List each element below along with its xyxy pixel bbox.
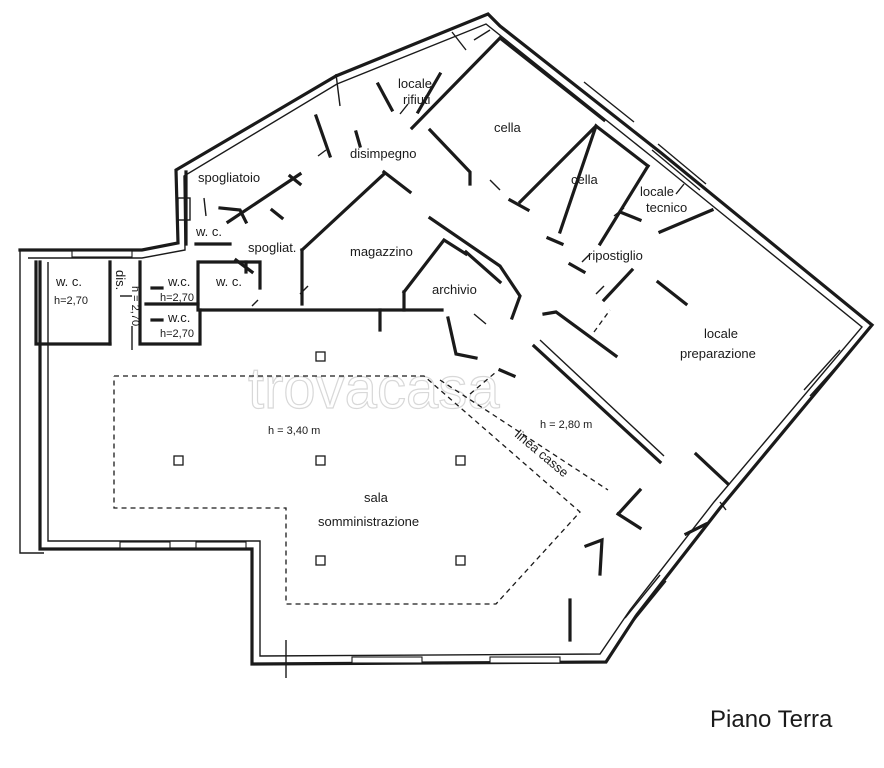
door-marks bbox=[120, 29, 727, 678]
label-locale-tecnico-1: locale bbox=[640, 184, 674, 199]
floor-caption: Piano Terra bbox=[710, 706, 833, 733]
label-archivio: archivio bbox=[432, 282, 477, 297]
windows bbox=[71, 81, 847, 664]
label-wc-3: w.c. bbox=[167, 274, 190, 289]
dashed-boundaries bbox=[113, 309, 611, 605]
pillars bbox=[173, 351, 466, 566]
interior-walls bbox=[34, 35, 731, 642]
label-locale-preparazione-1: locale bbox=[704, 326, 738, 341]
label-sala-2: somministrazione bbox=[318, 514, 419, 529]
label-wc-2-height: h=2,70 bbox=[54, 295, 88, 307]
label-cella-2: cella bbox=[571, 172, 599, 187]
label-spogliat: spogliat. bbox=[248, 240, 296, 255]
exterior-walls bbox=[18, 12, 875, 666]
label-wc-3-height: h=2,70 bbox=[160, 292, 194, 304]
label-dis-height: h = 2,70 bbox=[129, 286, 141, 326]
label-wc-4: w. c. bbox=[215, 274, 242, 289]
label-locale-rifiuti-1: locale bbox=[398, 76, 432, 91]
watermark: trovacasa bbox=[248, 356, 500, 421]
label-disimpegno: disimpegno bbox=[350, 146, 417, 161]
label-ripostiglio: ripostiglio bbox=[588, 248, 643, 263]
label-wc-5: w.c. bbox=[167, 310, 190, 325]
label-linea-casse: linea casse bbox=[512, 427, 571, 480]
sala-boundary bbox=[113, 375, 581, 605]
label-locale-tecnico-2: tecnico bbox=[646, 200, 687, 215]
label-locale-rifiuti-2: rifiuti bbox=[403, 92, 431, 107]
label-magazzino: magazzino bbox=[350, 244, 413, 259]
label-sala-height: h = 3,40 m bbox=[268, 425, 320, 437]
label-wc-1: w. c. bbox=[195, 224, 222, 239]
linea-casse-line bbox=[439, 379, 609, 491]
label-dis: dis. bbox=[113, 270, 128, 290]
label-corridor-height: h = 2,80 m bbox=[540, 419, 592, 431]
label-wc-2: w. c. bbox=[55, 274, 82, 289]
label-sala-1: sala bbox=[364, 490, 389, 505]
label-wc-5-height: h=2,70 bbox=[160, 328, 194, 340]
label-cella-1: cella bbox=[494, 120, 522, 135]
label-spogliatoio: spogliatoio bbox=[198, 170, 260, 185]
label-locale-preparazione-2: preparazione bbox=[680, 346, 756, 361]
